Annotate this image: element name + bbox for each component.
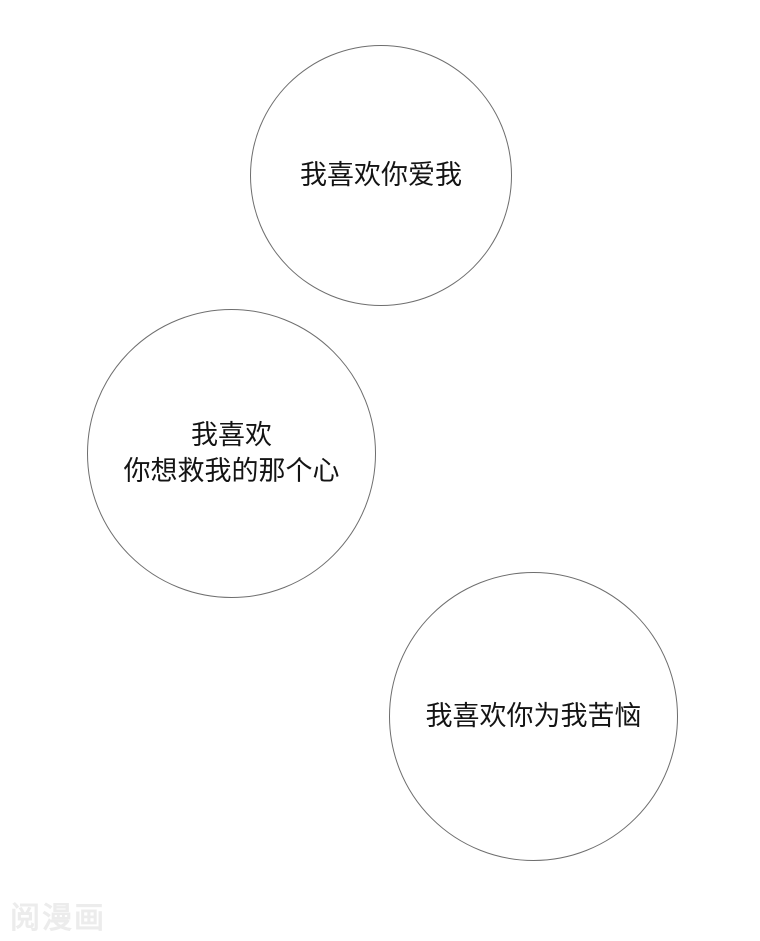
bubble-text: 你想救我的那个心 (123, 455, 340, 487)
speech-bubble-1: 我喜欢你爱我 (250, 45, 512, 306)
bubble-text: 我喜欢 (191, 419, 272, 451)
speech-bubble-3: 我喜欢你为我苦恼 (389, 572, 678, 861)
speech-bubble-2: 我喜欢 你想救我的那个心 (87, 309, 376, 598)
bubble-text: 我喜欢你为我苦恼 (425, 700, 642, 732)
bubble-text: 我喜欢你爱我 (300, 159, 462, 191)
watermark-logo: 阅漫画 (10, 901, 106, 936)
